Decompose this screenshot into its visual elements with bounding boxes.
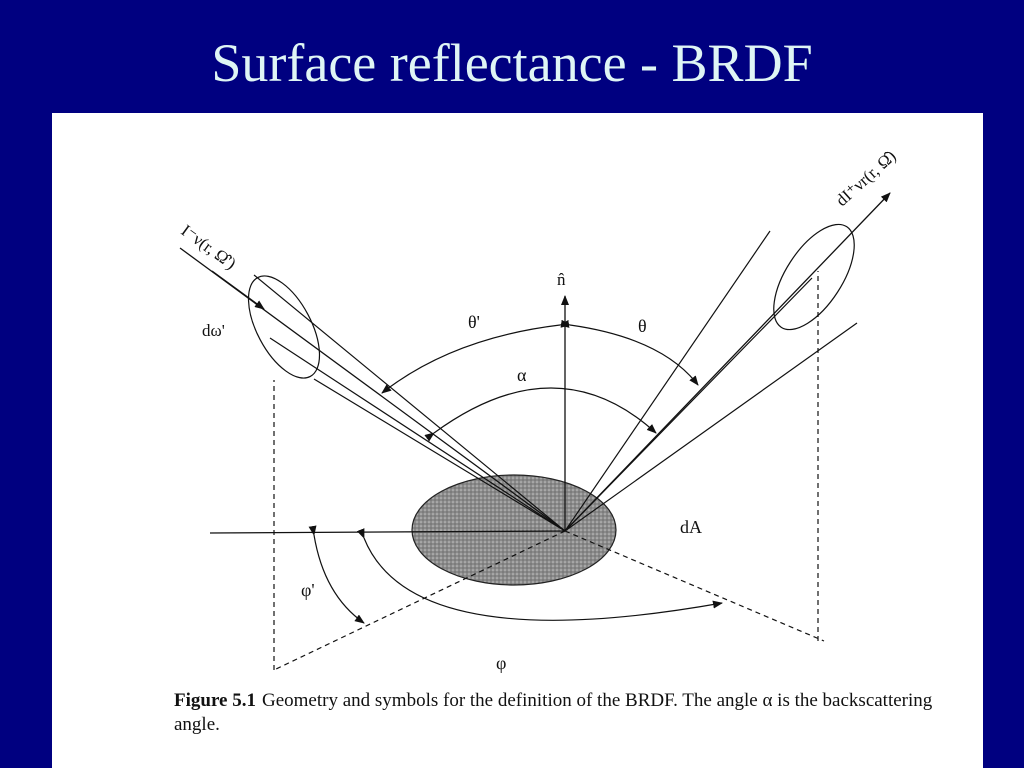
figure-caption-text: Geometry and symbols for the definition … [174,690,933,735]
label-da: dA [680,517,702,537]
figure-number: Figure 5.1 [174,690,256,711]
projection-dashes [273,271,825,671]
label-alpha: α [517,365,527,385]
arc-phi-prime [308,525,365,624]
label-d-omega: dω' [202,321,225,340]
label-incident: I⁻ν(r, Ω̂') [178,221,240,273]
slide-title: Surface reflectance - BRDF [211,33,813,93]
brdf-figure: I⁻ν(r, Ω̂') dI⁺νr(r, Ω̂) n̂ dω' θ' θ α d… [52,113,983,768]
label-theta-prime: θ' [468,312,480,332]
label-normal: n̂ [557,270,566,289]
surface-element-da [411,474,617,586]
reflected-ray [564,192,891,532]
arc-theta [560,319,699,386]
label-phi-prime: φ' [301,580,315,600]
incident-cone [247,274,566,532]
brdf-diagram: I⁻ν(r, Ω̂') dI⁺νr(r, Ω̂) n̂ dω' θ' θ α d… [178,146,900,673]
label-reflected: dI⁺νr(r, Ω̂) [832,146,900,210]
arc-phi [356,528,723,621]
arc-alpha [424,387,657,442]
label-theta: θ [638,316,647,336]
arc-theta-prime [381,319,570,394]
label-phi: φ [496,653,506,673]
incident-ray-arrow [211,270,265,310]
